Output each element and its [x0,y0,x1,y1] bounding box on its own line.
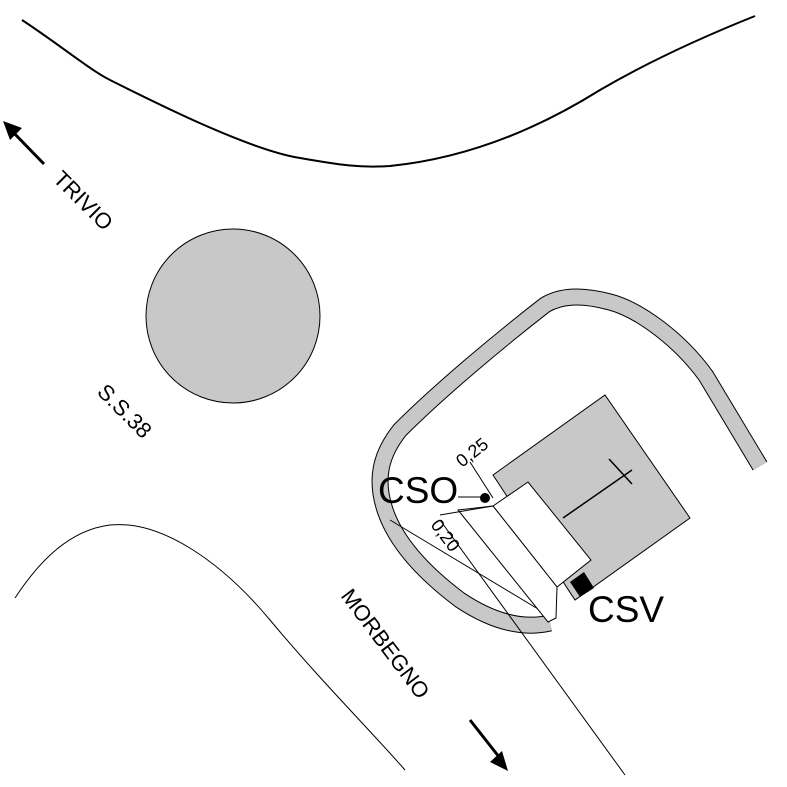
road-name-label: S.S.38 [92,379,156,443]
csv-marker [570,572,594,597]
curb-band-fill [372,289,767,633]
direction-label-morbegno: MORBEGNO [336,584,435,704]
road-edge-morbegno [439,519,626,776]
road-edge-southwest [14,524,406,771]
dot-icon [480,493,490,503]
dimension-label-side: 0,20 [427,515,464,555]
cross-icon [562,458,633,519]
road-edge-north [21,15,756,168]
arrow-up-left-icon [3,121,46,166]
roundabout [145,228,321,404]
arrow-down-right-icon [468,719,508,771]
access-strip-edge [389,519,554,619]
direction-label-trivio: TRIVIO [48,166,118,236]
point-label-cso: CSO [378,470,458,511]
point-label-csv: CSV [588,589,664,630]
